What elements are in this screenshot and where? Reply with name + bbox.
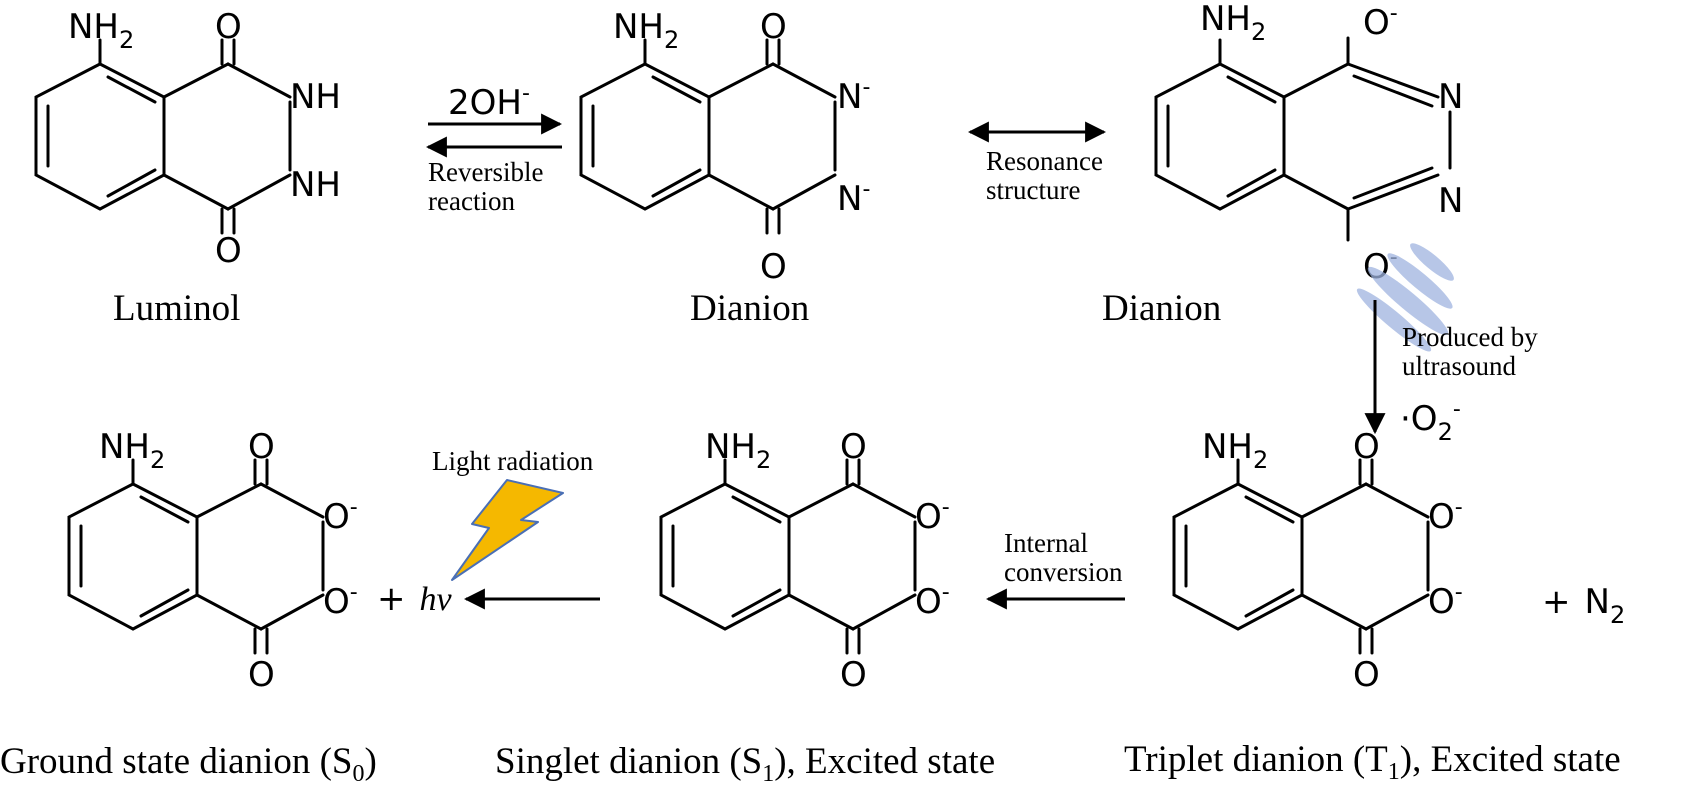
n-label: N xyxy=(1438,181,1463,221)
reversible-arrows: 2OH- Reversible reaction xyxy=(425,81,563,216)
oxygen-label: O xyxy=(840,427,867,467)
oxygen-label: O xyxy=(248,655,275,695)
oxygen-label: O xyxy=(1353,655,1380,695)
n-anion-label: N- xyxy=(837,75,870,117)
superoxide-label: ·O2- xyxy=(1400,397,1461,446)
dianion-name: Dianion xyxy=(690,288,809,329)
nh2-label: NH2 xyxy=(613,7,679,54)
oxygen-label: O xyxy=(215,231,242,271)
photon-label: +hv xyxy=(377,579,453,619)
oxygen-label: O xyxy=(840,655,867,695)
reaction-label: reaction xyxy=(428,186,515,216)
hydroxide-label: 2OH- xyxy=(448,81,530,123)
triplet-dianion-structure: NH2 O O O- O- Triplet dianion (T1), Exci… xyxy=(1124,427,1621,785)
dianion-name: Dianion xyxy=(1102,288,1221,329)
luminol-name: Luminol xyxy=(113,288,240,329)
triplet-name: Triplet dianion (T1), Excited state xyxy=(1124,739,1621,785)
nh-label: NH xyxy=(290,77,341,117)
produced-by-label: Produced by xyxy=(1402,322,1538,352)
nh2-label: NH2 xyxy=(99,427,165,474)
resonance-label: Resonance xyxy=(986,146,1103,176)
dianion-structure-2: NH2 O- N N O- Dianion xyxy=(1102,0,1463,329)
n-anion-label: N- xyxy=(837,177,870,219)
nh2-label: NH2 xyxy=(1202,427,1268,474)
singlet-name: Singlet dianion (S1), Excited state xyxy=(495,741,995,787)
o-anion-label: O- xyxy=(915,580,950,622)
nh2-label: NH2 xyxy=(1200,0,1266,46)
o-anion-label: O- xyxy=(1363,1,1398,43)
oxygen-label: O xyxy=(1353,427,1380,467)
o-anion-label: O- xyxy=(915,495,950,537)
reversible-label: Reversible xyxy=(428,157,543,187)
o-anion-label: O- xyxy=(1428,495,1463,537)
oxygen-label: O xyxy=(760,247,787,287)
o-anion-label: O- xyxy=(323,495,358,537)
internal-conversion-arrow: Internal conversion xyxy=(985,528,1125,610)
oxidation-arrow: Produced by ultrasound ·O2- xyxy=(1364,300,1538,446)
light-emission-arrow: +hv Light radiation xyxy=(377,446,600,619)
luminol-structure: NH2 O O NH NH Luminol xyxy=(34,7,341,329)
structure-label: structure xyxy=(986,175,1080,205)
light-radiation-label: Light radiation xyxy=(432,446,594,476)
lightning-bolt-icon xyxy=(451,479,564,581)
conversion-label: conversion xyxy=(1004,557,1123,587)
nh2-label: NH2 xyxy=(68,7,134,54)
oxygen-label: O xyxy=(248,427,275,467)
oxygen-label: O xyxy=(215,7,242,47)
internal-label: Internal xyxy=(1004,528,1088,558)
dianion-structure-1: NH2 O O N- N- Dianion xyxy=(579,7,870,329)
singlet-dianion-structure: NH2 O O O- O- Singlet dianion (S1), Exci… xyxy=(495,427,995,787)
ground-state-name: Ground state dianion (S0) xyxy=(0,741,377,787)
n-label: N xyxy=(1438,77,1463,117)
nitrogen-product-label: +N2 xyxy=(1542,582,1625,629)
o-anion-label: O- xyxy=(1428,580,1463,622)
resonance-arrow: Resonance structure xyxy=(967,121,1107,205)
oxygen-label: O xyxy=(760,7,787,47)
nh2-label: NH2 xyxy=(705,427,771,474)
ground-state-dianion-structure: NH2 O O O- O- Ground state dianion (S0) xyxy=(0,427,377,787)
nh-label: NH xyxy=(290,165,341,205)
o-anion-label: O- xyxy=(323,580,358,622)
ultrasound-label: ultrasound xyxy=(1402,351,1516,381)
